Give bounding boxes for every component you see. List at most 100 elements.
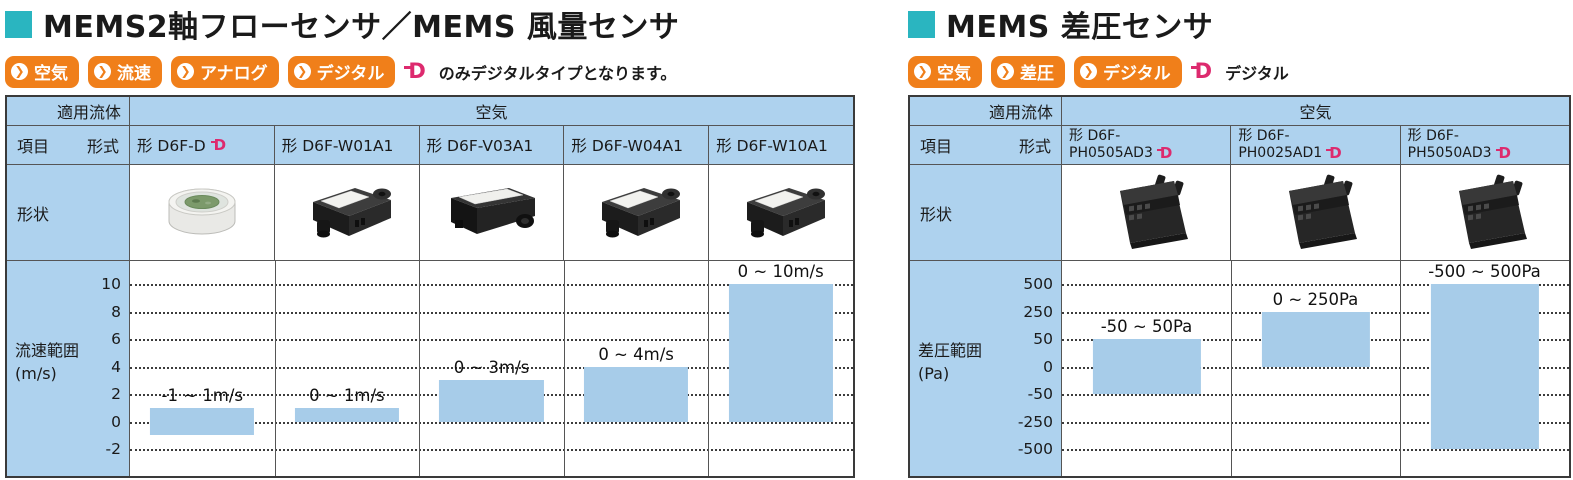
digital-mark-icon: D xyxy=(404,61,426,82)
product-image-cell xyxy=(130,165,275,260)
shape-label: 形状 xyxy=(7,165,130,260)
tag-badge-3: ❯デジタル xyxy=(287,55,396,88)
tag-badge-1: ❯流速 xyxy=(88,55,162,88)
y-tick-label: 6 xyxy=(111,330,121,348)
y-tick-label: 8 xyxy=(111,302,121,321)
tag-badges: ❯空気 ❯差圧 ❯デジタル xyxy=(908,55,1182,88)
product-image-cells xyxy=(1062,165,1569,260)
section-header: MEMS 差圧センサ xyxy=(908,6,1571,45)
fluid-value: 空気 xyxy=(130,97,853,125)
y-tick-label: 50 xyxy=(1033,330,1053,348)
model-label: 形式 xyxy=(1018,137,1051,156)
model-header-cell: 形 D6F-W04A1 xyxy=(564,126,710,164)
range-bar xyxy=(584,366,689,422)
model-name: 形 D6F- xyxy=(1069,128,1223,145)
tag-badge-2: ❯デジタル xyxy=(1074,55,1182,88)
range-label: 0 ~ 3m/s xyxy=(453,358,530,378)
y-tick-label: 500 xyxy=(1023,275,1053,293)
model-name-text: 形 D6F-W10A1 xyxy=(716,137,828,155)
y-axis-label: 流速範囲 (m/s) xyxy=(15,339,79,385)
digital-mark-icon: D xyxy=(210,137,226,153)
fluid-label: 適用流体 xyxy=(910,97,1062,125)
chart-column: 0 ~ 10m/s xyxy=(708,261,853,476)
item-model-header: 項目 形式 xyxy=(910,126,1062,164)
y-axis-label: 差圧範囲 (Pa) xyxy=(918,339,982,385)
chevron-right-icon: ❯ xyxy=(914,62,931,80)
y-tick-label: 2 xyxy=(111,385,121,403)
chart-gridline xyxy=(130,311,853,314)
product-image-cell xyxy=(419,165,565,260)
model-header-cell: 形 D6F-W01A1 xyxy=(274,126,420,164)
model-name-text2: PH5050AD3 xyxy=(1407,145,1492,161)
model-label: 形式 xyxy=(86,137,119,156)
shape-row: 形状 xyxy=(7,164,853,260)
page-title: MEMS2軸フローセンサ／MEMS 風量センサ xyxy=(43,10,680,45)
chart-gridline xyxy=(1062,394,1569,396)
chevron-right-icon: ❯ xyxy=(11,62,28,80)
product-image-cell xyxy=(1231,165,1401,260)
model-name-text: 形 D6F-V03A1 xyxy=(426,137,534,155)
pressure-sensor-panel: MEMS 差圧センサ ❯空気❯差圧❯デジタル D デジタル 適用流体 空気 項目… xyxy=(908,6,1571,478)
product-image-cell xyxy=(1400,165,1569,260)
item-model-header: 項目 形式 xyxy=(7,126,130,164)
y-axis-label-line2: (m/s) xyxy=(15,364,57,384)
chart-column: 0 ~ 1m/s xyxy=(275,261,421,476)
y-axis-label-line2: (Pa) xyxy=(918,364,950,384)
range-bar xyxy=(439,380,544,422)
tag-badge-label: 空気 xyxy=(34,63,68,84)
range-bar xyxy=(728,284,833,422)
y-axis-label-line1: 差圧範囲 xyxy=(918,341,983,360)
chart-gridline xyxy=(130,339,853,341)
fluid-row: 適用流体 空気 xyxy=(7,97,853,125)
tag-badges: ❯ 空気 ❯流速 ❯アナログ❯デジタル xyxy=(5,55,396,88)
item-label: 項目 xyxy=(17,137,50,156)
digital-mark-icon: D xyxy=(1326,145,1342,161)
model-name-text: 形 D6F- xyxy=(1407,128,1459,145)
digital-note: のみデジタルタイプとなります。 xyxy=(438,63,677,83)
tag-badge-1: ❯差圧 xyxy=(991,55,1065,88)
chevron-right-icon: ❯ xyxy=(94,62,111,80)
range-label: -50 ~ 50Pa xyxy=(1100,317,1193,336)
y-tick-label: -50 xyxy=(1027,385,1053,403)
y-tick-label: 10 xyxy=(101,275,121,293)
chart-gridline xyxy=(130,366,853,369)
model-name-text2: PH0505AD3 xyxy=(1069,145,1153,161)
product-image-cells xyxy=(130,165,853,260)
product-photo-v-module xyxy=(437,176,545,250)
chart-gridline xyxy=(130,284,853,286)
chart-gridline xyxy=(130,421,853,424)
chart-column: 0 ~ 4m/s xyxy=(564,261,710,476)
product-photo-d6f-d xyxy=(156,178,248,248)
tag-badge-2: ❯アナログ xyxy=(171,55,279,88)
product-image-cell xyxy=(709,165,853,260)
digital-note: デジタル xyxy=(1225,63,1289,83)
digital-mark-icon: D xyxy=(1190,61,1212,82)
section-bullet-icon xyxy=(908,10,935,38)
product-image-cell xyxy=(564,165,710,260)
section-header: MEMS2軸フローセンサ／MEMS 風量センサ xyxy=(5,6,855,45)
model-name: 形 D6F-W01A1 xyxy=(282,134,412,156)
y-tick-label: 0 xyxy=(1043,357,1053,376)
y-axis-label-line1: 流速範囲 xyxy=(15,341,80,360)
shape-label: 形状 xyxy=(910,165,1062,260)
tag-row: ❯ 空気 ❯流速 ❯アナログ❯デジタル D のみデジタルタイプとなります。 xyxy=(5,55,855,88)
flow-sensor-panel: MEMS2軸フローセンサ／MEMS 風量センサ ❯ 空気 ❯流速 ❯アナログ❯デジタル… xyxy=(5,6,855,478)
tag-badge-0: ❯空気 xyxy=(908,55,982,88)
y-tick-label: -250 xyxy=(1017,412,1053,431)
product-photo-ph-module xyxy=(1265,171,1365,255)
section-bullet-icon xyxy=(5,10,32,38)
chart-gridline xyxy=(130,449,853,451)
range-label: 0 ~ 4m/s xyxy=(598,344,674,364)
chart-column: -500 ~ 500Pa xyxy=(1400,261,1569,476)
